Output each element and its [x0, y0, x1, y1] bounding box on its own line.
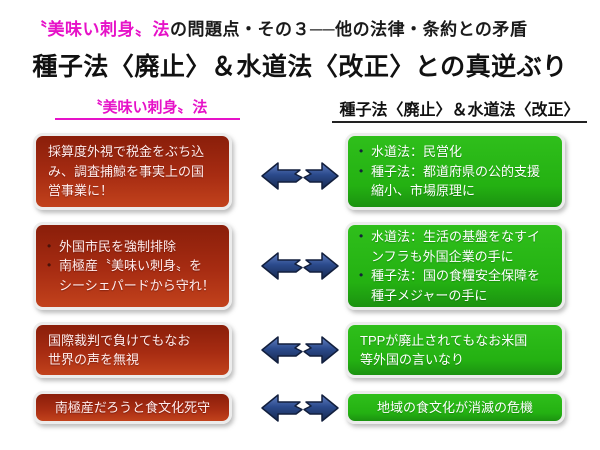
- right-box-3-text: TPPが廃止されてもなお米国 等外国の言いなり: [360, 332, 528, 368]
- bullet-item: 水道法：民営化: [358, 142, 540, 162]
- bullet-item: 南極産〝美味い刺身〟を シーシェパードから守れ！: [46, 256, 215, 295]
- main-title: 種子法〈廃止〉＆水道法〈改正〉との真逆ぶり: [32, 53, 568, 81]
- right-box-1-list: 水道法：民営化 種子法：都道府県の公的支援 縮小、市場原理に: [348, 140, 546, 203]
- right-column-header: 種子法〈廃止〉＆水道法〈改正〉: [332, 96, 587, 123]
- bullet-item: 種子法：国の食糧安全保障を 種子メジャーの手に: [358, 266, 540, 305]
- slide-subtitle: 〝美味い刺身〟法の問題点・その３──他の法律・条約との矛盾: [30, 15, 527, 40]
- right-box-1: 水道法：民営化 種子法：都道府県の公的支援 縮小、市場原理に: [345, 133, 565, 210]
- bullet-item: 外国市民を強制排除: [46, 237, 215, 257]
- left-box-3-text: 国際裁判で負けてもなお 世界の声を無視: [48, 332, 191, 368]
- subtitle-rest: の問題点・その３──他の法律・条約との矛盾: [170, 20, 528, 39]
- left-box-2-list: 外国市民を強制排除 南極産〝美味い刺身〟を シーシェパードから守れ！: [36, 235, 221, 298]
- left-box-4: 南極産だろうと食文化死守: [33, 391, 232, 424]
- broken-double-arrow-icon: [261, 252, 339, 280]
- right-box-2-list: 水道法：生活の基盤をなすイ ンフラも外国企業の手に 種子法：国の食糧安全保障を …: [348, 225, 546, 307]
- left-box-1-text: 採算度外視で税金をぶち込 み、調査捕鯨を事実上の国 営事業に！: [48, 144, 205, 199]
- broken-double-arrow-icon: [261, 162, 339, 190]
- left-box-2: 外国市民を強制排除 南極産〝美味い刺身〟を シーシェパードから守れ！: [33, 222, 232, 310]
- left-box-3: 国際裁判で負けてもなお 世界の声を無視: [33, 322, 232, 378]
- left-column-header: 〝美味い刺身〟法: [55, 96, 240, 120]
- broken-double-arrow-icon: [261, 394, 339, 422]
- bullet-item: 水道法：生活の基盤をなすイ ンフラも外国企業の手に: [358, 227, 540, 266]
- broken-double-arrow-icon: [261, 336, 339, 364]
- right-box-3: TPPが廃止されてもなお米国 等外国の言いなり: [345, 322, 565, 378]
- right-box-4: 地域の食文化が消滅の危機: [345, 391, 565, 424]
- left-box-4-text: 南極産だろうと食文化死守: [54, 399, 211, 415]
- right-box-2: 水道法：生活の基盤をなすイ ンフラも外国企業の手に 種子法：国の食糧安全保障を …: [345, 222, 565, 310]
- left-box-1: 採算度外視で税金をぶち込 み、調査捕鯨を事実上の国 営事業に！: [33, 133, 232, 210]
- right-box-4-text: 地域の食文化が消滅の危機: [376, 399, 533, 415]
- bullet-item: 種子法：都道府県の公的支援 縮小、市場原理に: [358, 162, 540, 201]
- subtitle-highlight: 〝美味い刺身〟法: [30, 20, 170, 39]
